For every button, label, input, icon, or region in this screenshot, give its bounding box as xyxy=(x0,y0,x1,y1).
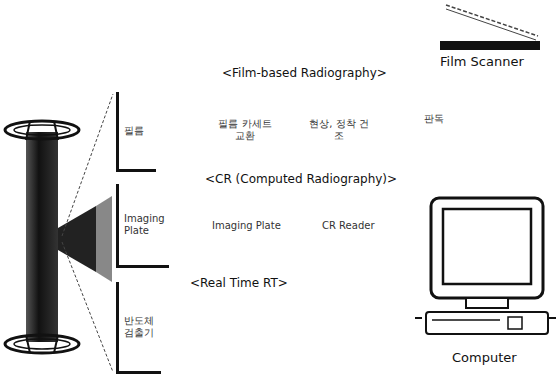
detector-bracket: 필름 xyxy=(116,92,156,172)
step-label: CR Reader xyxy=(322,220,375,232)
detector-label: 반도체 검출기 xyxy=(124,315,158,339)
step-label: 판독 xyxy=(424,113,444,125)
detector-bracket: 반도체 검출기 xyxy=(116,282,161,374)
radiation-fan xyxy=(58,94,113,372)
film-scanner-icon xyxy=(440,5,540,50)
detector-bracket: Imaging Plate xyxy=(116,184,169,268)
step-label: 필름 카세트 교환 xyxy=(212,118,278,142)
detector-label: 필름 xyxy=(124,125,144,137)
detector-label: Imaging Plate xyxy=(124,213,166,237)
computer-icon xyxy=(415,198,556,334)
step-label: Imaging Plate xyxy=(212,220,281,232)
section-heading: <CR (Computed Radiography)> xyxy=(205,172,397,186)
section-heading: Computer xyxy=(452,350,517,366)
section-heading: <Film-based Radiography> xyxy=(222,66,387,80)
section-heading: <Real Time RT> xyxy=(190,276,288,290)
section-heading: Film Scanner xyxy=(440,54,524,70)
step-label: 현상, 정착 건조 xyxy=(306,118,372,142)
